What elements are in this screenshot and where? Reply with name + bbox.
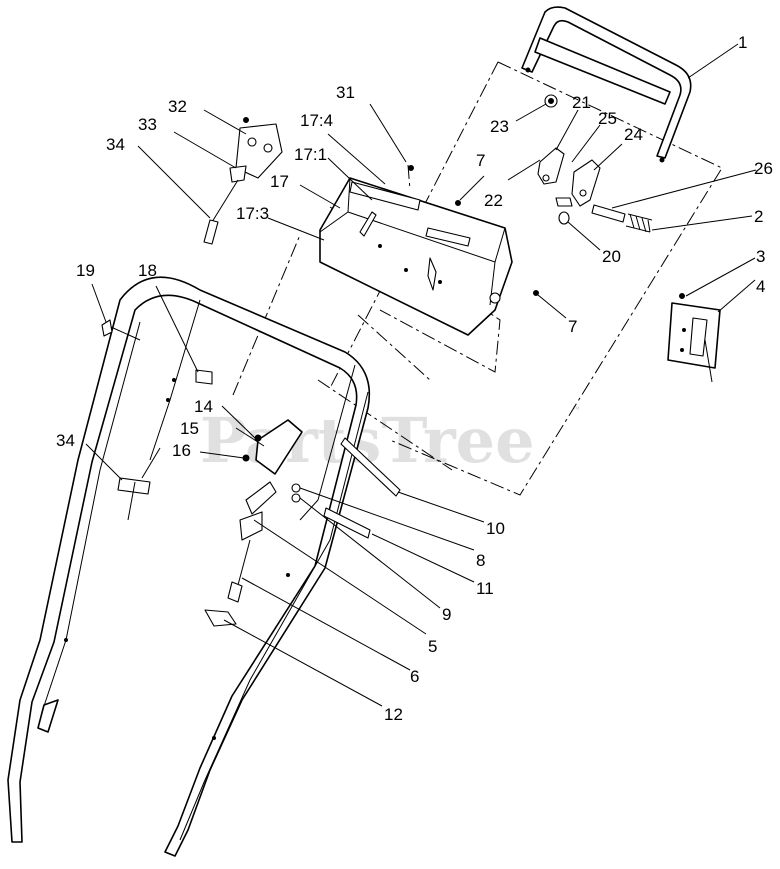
callout-23: 23: [490, 117, 509, 136]
callout-19: 19: [76, 261, 95, 280]
callout-8: 8: [476, 551, 485, 570]
cable-and-knob-parts: [204, 481, 277, 627]
callout-32: 32: [168, 97, 187, 116]
cable-tie-part: [117, 447, 161, 521]
cable-bracket-parts: [242, 419, 303, 475]
callout-17: 17: [270, 172, 289, 191]
handle-bolt-parts: [101, 319, 213, 385]
callout-34-lower: 34: [56, 431, 75, 450]
lower-fasteners: [291, 437, 401, 539]
callout-11: 11: [476, 579, 494, 598]
callout-4: 4: [756, 277, 765, 296]
callout-26: 26: [754, 159, 773, 178]
upper-handle-part: [521, 6, 692, 163]
callout-21: 21: [572, 93, 591, 112]
callout-22: 22: [484, 191, 503, 210]
callout-2: 2: [754, 207, 763, 226]
callout-17-1: 17:1: [294, 145, 327, 164]
lower-handle-part: [7, 276, 371, 857]
callout-3: 3: [756, 247, 765, 266]
spring-and-shaft-parts: [591, 204, 653, 233]
callout-17-4: 17:4: [300, 111, 333, 130]
callout-20: 20: [602, 247, 621, 266]
callout-1: 1: [738, 33, 747, 52]
cable-switch-parts: [203, 117, 283, 245]
callout-17-3: 17:3: [236, 204, 269, 223]
callout-31: 31: [336, 83, 355, 102]
callout-7-upper: 7: [476, 151, 485, 170]
callout-labels: 1 2 26 3 4 23 21 25 24 22 20 7 7 31 17:4…: [56, 33, 773, 724]
callout-15: 15: [180, 419, 199, 438]
callout-6: 6: [410, 667, 419, 686]
control-box-part: [319, 177, 513, 336]
callout-18: 18: [138, 261, 157, 280]
callout-24: 24: [624, 125, 643, 144]
callout-5: 5: [428, 637, 437, 656]
callout-10: 10: [486, 519, 505, 538]
switch-plate-part: [667, 293, 721, 383]
callout-16: 16: [172, 441, 191, 460]
lever-bracket-parts: [537, 94, 601, 225]
callout-34-upper: 34: [106, 135, 125, 154]
callout-12: 12: [384, 705, 403, 724]
callout-9: 9: [442, 605, 451, 624]
svg-text:™: ™: [572, 405, 580, 414]
callout-7-right: 7: [568, 317, 577, 336]
callout-leader-lines: [85, 43, 757, 707]
callout-33: 33: [138, 115, 157, 134]
callout-25: 25: [598, 109, 617, 128]
fasteners-upper: [408, 165, 539, 296]
callout-14: 14: [194, 397, 213, 416]
